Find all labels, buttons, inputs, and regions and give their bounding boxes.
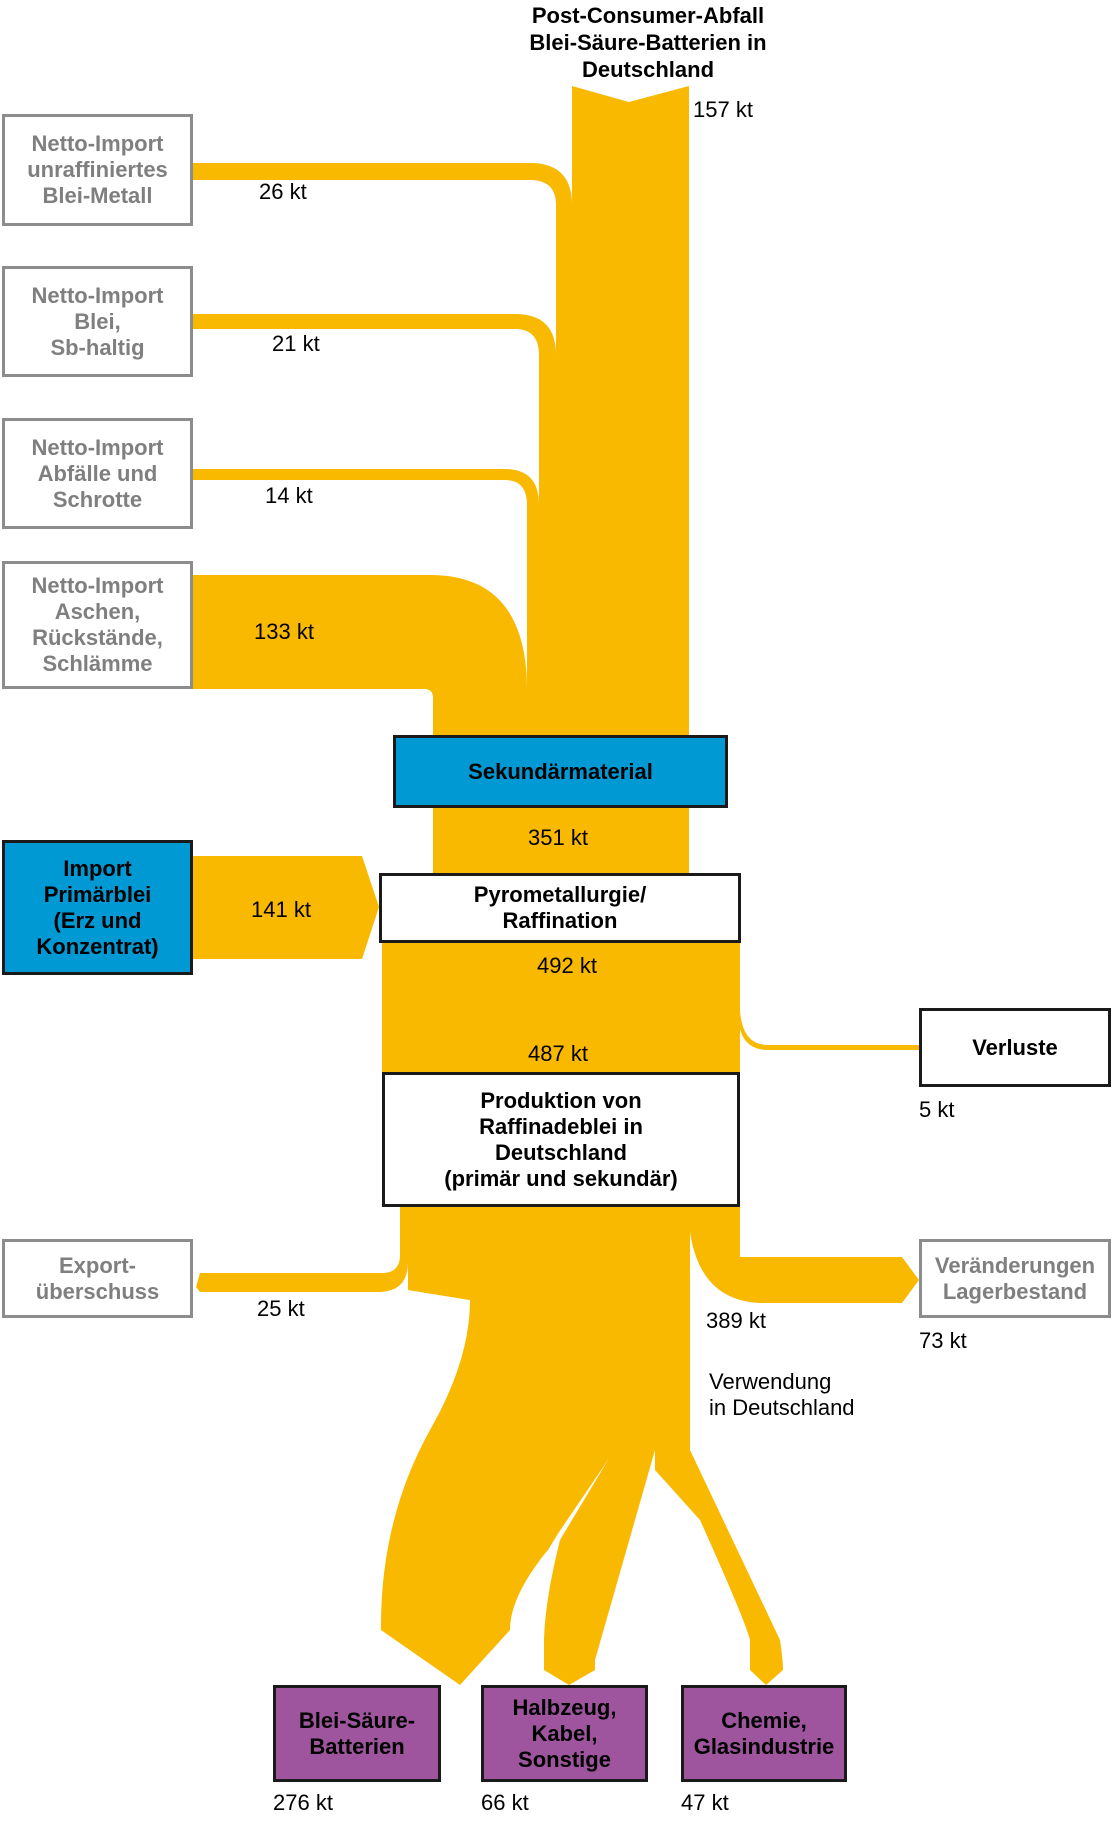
flow-halbzeug: [544, 1360, 655, 1685]
flow-aschen: [193, 575, 527, 735]
label-chemie: 47 kt: [681, 1790, 729, 1815]
flow-sekundaer-total: [433, 808, 689, 874]
node-produktion: Produktion von Raffinadeblei in Deutschl…: [382, 1072, 740, 1207]
node-netto-import-aschen: Netto-Import Aschen, Rückstände, Schlämm…: [2, 561, 193, 689]
node-exportueberschuss: Export- überschuss: [2, 1239, 193, 1318]
label-pyro-out: 492 kt: [537, 953, 597, 978]
node-pyrometallurgie: Pyrometallurgie/ Raffination: [379, 873, 741, 943]
label-primaer: 141 kt: [251, 897, 311, 922]
node-batterien: Blei-Säure- Batterien: [273, 1685, 441, 1782]
flow-pyro-out: [382, 943, 740, 1073]
node-netto-import-sb: Netto-Import Blei, Sb-haltig: [2, 266, 193, 377]
node-halbzeug: Halbzeug, Kabel, Sonstige: [481, 1685, 648, 1782]
label-lager: 73 kt: [919, 1328, 967, 1353]
node-netto-import-metall: Netto-Import unraffiniertes Blei-Metall: [2, 114, 193, 226]
label-export: 25 kt: [257, 1296, 305, 1321]
node-lagerbestand: Veränderungen Lagerbestand: [919, 1239, 1111, 1318]
label-verluste: 5 kt: [919, 1097, 955, 1122]
flow-lager: [688, 1207, 919, 1303]
node-chemie: Chemie, Glasindustrie: [681, 1685, 847, 1782]
label-post-consumer: 157 kt: [693, 97, 753, 122]
post-consumer-title: Post-Consumer-Abfall Blei-Säure-Batterie…: [529, 3, 767, 82]
label-verwendung: 389 kt: [706, 1308, 766, 1333]
label-produktion-in: 487 kt: [528, 1041, 588, 1066]
label-aschen: 133 kt: [254, 619, 314, 644]
label-sekundaer-total: 351 kt: [528, 825, 588, 850]
flow-verwendung: [408, 1207, 690, 1630]
label-sb: 21 kt: [272, 331, 320, 356]
node-netto-import-schrotte: Netto-Import Abfälle und Schrotte: [2, 418, 193, 529]
node-import-primaerblei: Import Primärblei (Erz und Konzentrat): [2, 840, 193, 975]
label-halbzeug: 66 kt: [481, 1790, 529, 1815]
flow-post-consumer: [572, 86, 689, 735]
flow-primaer: [193, 856, 379, 959]
label-batterien: 276 kt: [273, 1790, 333, 1815]
node-verluste: Verluste: [919, 1008, 1111, 1087]
label-schrotte: 14 kt: [265, 483, 313, 508]
label-verwendung-text: Verwendung in Deutschland: [709, 1369, 855, 1420]
node-sekundaermaterial: Sekundärmaterial: [393, 735, 728, 808]
flow-verluste: [738, 1010, 919, 1050]
flow-export: [196, 1207, 408, 1292]
label-metall: 26 kt: [259, 179, 307, 204]
